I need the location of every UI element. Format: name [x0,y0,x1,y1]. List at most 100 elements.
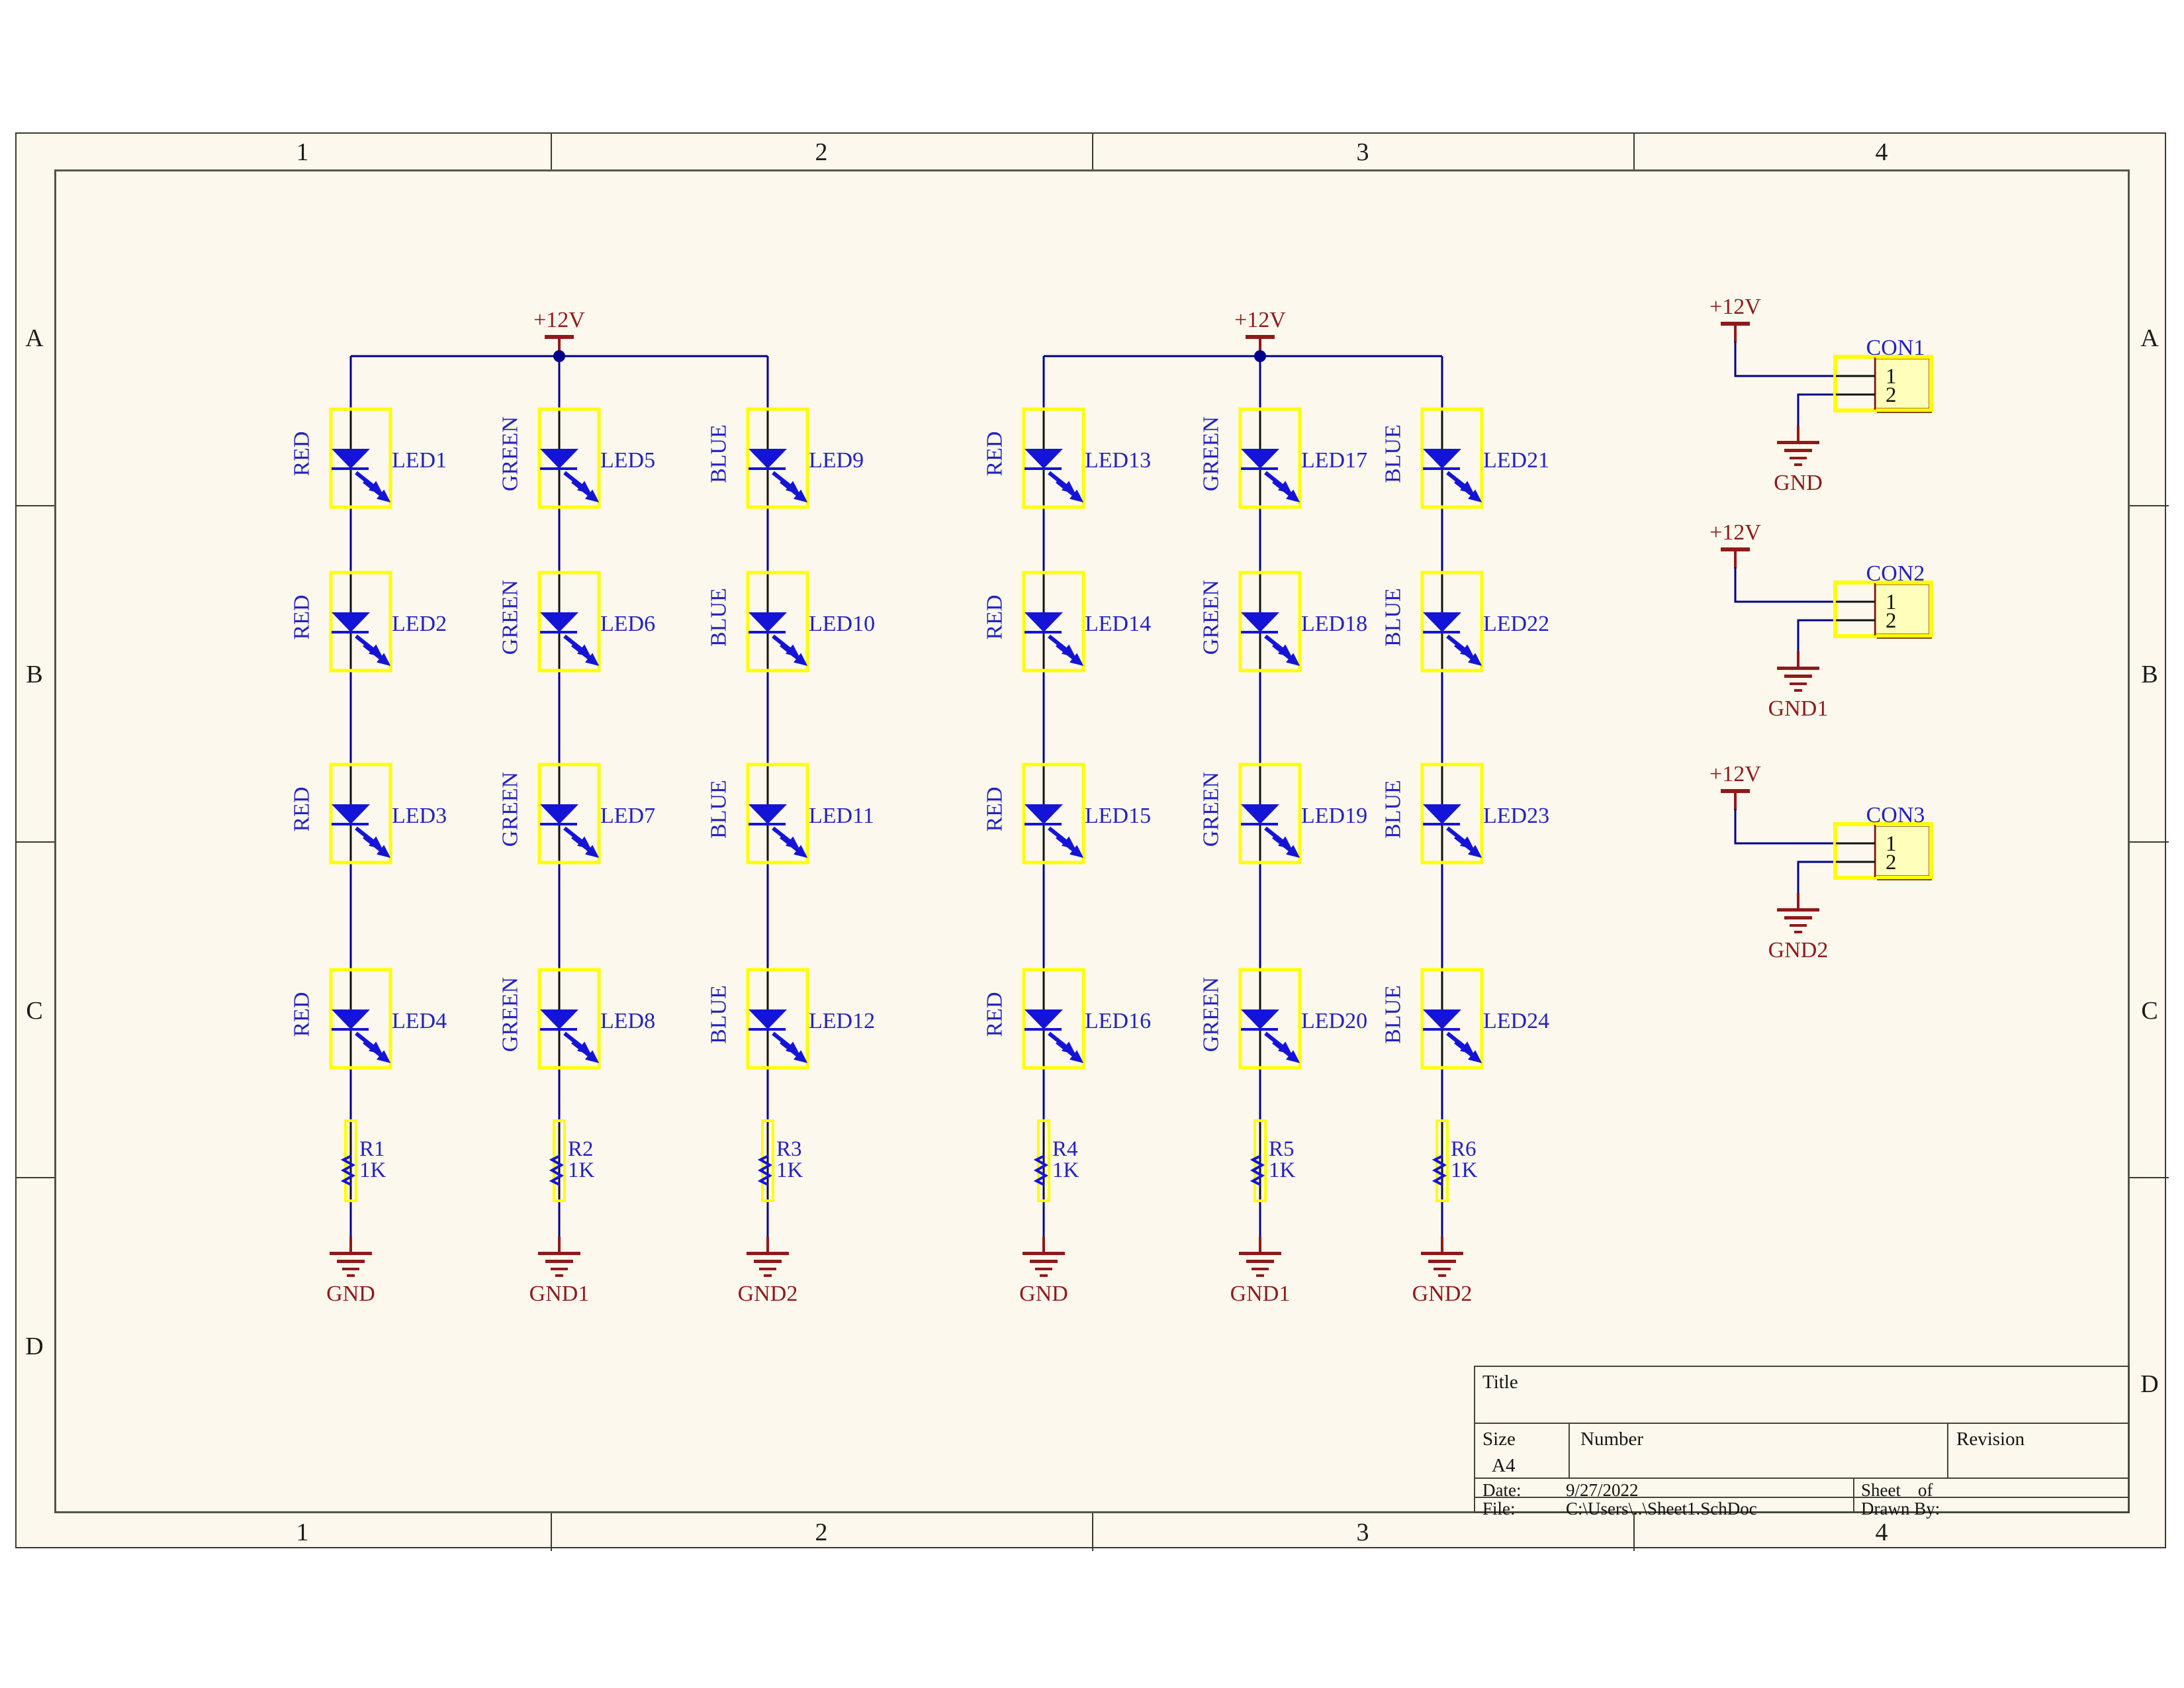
led-symbol-outline[interactable] [1238,571,1302,673]
ground-icon[interactable] [1777,667,1819,670]
led-symbol-outline[interactable] [1022,763,1085,865]
led-triangle-icon[interactable] [332,804,370,824]
led-symbol-outline[interactable] [1420,571,1484,673]
led-symbol-outline[interactable] [329,968,392,1070]
led-triangle-icon[interactable] [1024,449,1063,469]
ground-icon[interactable] [1790,682,1807,685]
connector-ground-wire[interactable] [1797,619,1835,653]
connector-power-wire[interactable] [1734,342,1835,377]
led-symbol-outline[interactable] [746,407,809,509]
ground-icon[interactable] [1433,1268,1451,1270]
connector-symbol-outline[interactable] [1833,355,1933,412]
ground-icon[interactable] [1040,1274,1048,1277]
led-symbol-outline[interactable] [746,571,809,673]
ground-icon[interactable] [759,1268,776,1270]
ground-icon[interactable] [1784,916,1812,919]
led-triangle-icon[interactable] [1241,804,1279,824]
ground-icon[interactable] [1030,1260,1058,1263]
power-bar-icon[interactable] [545,335,574,339]
led-triangle-icon[interactable] [540,449,578,469]
power-bar-icon[interactable] [1721,789,1750,793]
led-symbol-outline[interactable] [329,407,392,509]
led-symbol-outline[interactable] [537,571,601,673]
led-symbol-outline[interactable] [1420,763,1484,865]
led-triangle-icon[interactable] [749,1009,787,1029]
ground-icon[interactable] [551,1268,568,1270]
connector-ground-wire[interactable] [1797,393,1835,427]
led-triangle-icon[interactable] [749,449,787,469]
led-triangle-icon[interactable] [1423,804,1461,824]
ground-icon[interactable] [1777,908,1819,912]
led-symbol-outline[interactable] [537,407,601,509]
led-triangle-icon[interactable] [540,804,578,824]
connector-power-wire[interactable] [1734,567,1835,603]
led-triangle-icon[interactable] [332,449,370,469]
led-symbol-outline[interactable] [1420,407,1484,509]
ground-icon[interactable] [1777,441,1819,444]
led-triangle-icon[interactable] [332,612,370,632]
ground-icon[interactable] [1251,1268,1269,1270]
ground-icon[interactable] [1794,689,1802,692]
ground-icon[interactable] [1794,931,1802,933]
ground-icon[interactable] [342,1268,359,1270]
connector-body-fill[interactable] [1875,584,1930,635]
led-symbol-outline[interactable] [537,968,601,1070]
led-symbol-outline[interactable] [1238,763,1302,865]
ground-icon[interactable] [1438,1274,1446,1277]
led-symbol-outline[interactable] [1022,407,1085,509]
led-triangle-icon[interactable] [1423,612,1461,632]
connector-body-fill[interactable] [1875,358,1930,409]
ground-icon[interactable] [538,1252,580,1255]
ground-icon[interactable] [555,1274,563,1277]
led-triangle-icon[interactable] [749,612,787,632]
connector-symbol-outline[interactable] [1833,581,1933,638]
ground-icon[interactable] [754,1260,782,1263]
power-bar-icon[interactable] [1721,547,1750,551]
led-symbol-outline[interactable] [1238,968,1302,1070]
led-symbol-outline[interactable] [1238,407,1302,509]
led-symbol-outline[interactable] [1022,968,1085,1070]
ground-icon[interactable] [1794,463,1802,466]
led-symbol-outline[interactable] [1420,968,1484,1070]
led-triangle-icon[interactable] [1024,612,1063,632]
connector-body-fill[interactable] [1875,825,1930,876]
power-bar-icon[interactable] [1721,322,1750,326]
ground-icon[interactable] [1428,1260,1456,1263]
ground-icon[interactable] [1790,457,1807,459]
ground-icon[interactable] [1256,1274,1264,1277]
ground-icon[interactable] [347,1274,355,1277]
led-triangle-icon[interactable] [1423,1009,1461,1029]
led-triangle-icon[interactable] [540,612,578,632]
led-symbol-outline[interactable] [329,763,392,865]
led-triangle-icon[interactable] [540,1009,578,1029]
connector-ground-wire[interactable] [1797,861,1835,894]
connector-power-wire[interactable] [1734,809,1835,845]
ground-icon[interactable] [1239,1252,1281,1255]
ground-icon[interactable] [1246,1260,1274,1263]
power-bar-icon[interactable] [1246,335,1275,339]
led-triangle-icon[interactable] [1241,1009,1279,1029]
led-triangle-icon[interactable] [332,1009,370,1029]
led-symbol-outline[interactable] [1022,571,1085,673]
led-triangle-icon[interactable] [749,804,787,824]
ground-icon[interactable] [330,1252,372,1255]
connector-symbol-outline[interactable] [1833,822,1933,880]
led-triangle-icon[interactable] [1241,449,1279,469]
ground-icon[interactable] [545,1260,573,1263]
led-triangle-icon[interactable] [1024,1009,1063,1029]
led-triangle-icon[interactable] [1423,449,1461,469]
ground-icon[interactable] [747,1252,789,1255]
ground-icon[interactable] [337,1260,365,1263]
led-symbol-outline[interactable] [329,571,392,673]
ground-icon[interactable] [764,1274,772,1277]
led-symbol-outline[interactable] [746,968,809,1070]
led-symbol-outline[interactable] [537,763,601,865]
ground-icon[interactable] [1784,449,1812,452]
ground-icon[interactable] [1035,1268,1052,1270]
led-triangle-icon[interactable] [1024,804,1063,824]
ground-icon[interactable] [1790,924,1807,927]
ground-icon[interactable] [1023,1252,1065,1255]
ground-icon[interactable] [1421,1252,1463,1255]
led-symbol-outline[interactable] [746,763,809,865]
ground-icon[interactable] [1784,675,1812,678]
